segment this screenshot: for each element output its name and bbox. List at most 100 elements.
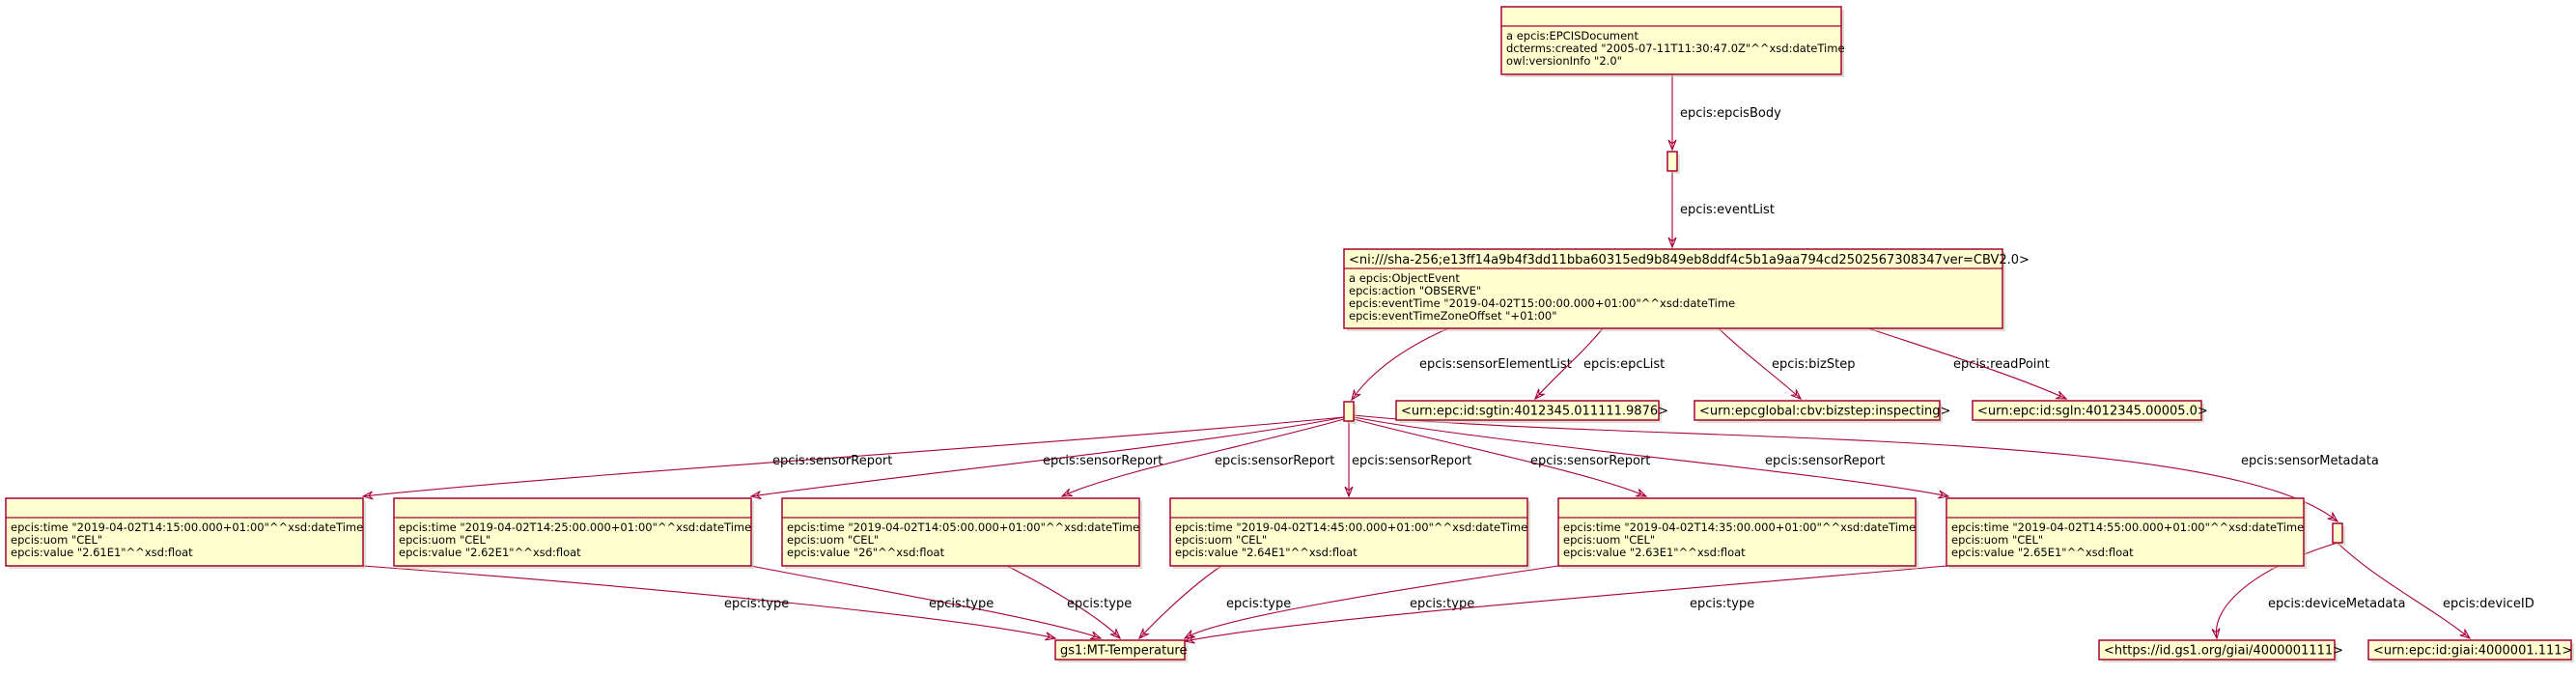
node-property: epcis:time "2019-04-02T14:05:00.000+01:0… <box>787 520 1139 534</box>
node-report-4[interactable]: epcis:time "2019-04-02T14:45:00.000+01:0… <box>1169 497 1530 569</box>
edge-label: epcis:bizStep <box>1772 357 1855 372</box>
edge-line <box>1184 565 1947 642</box>
node-report-6[interactable]: epcis:time "2019-04-02T14:55:00.000+01:0… <box>1946 497 2307 569</box>
edge-line <box>2337 542 2471 639</box>
arrowhead-icon <box>1344 486 1354 498</box>
arrowhead-icon <box>1938 490 1950 499</box>
edge-label: epcis:epcisBody <box>1680 106 1781 121</box>
node-box <box>1169 497 1528 567</box>
edge-line <box>1006 565 1121 639</box>
node-property: owl:versionInfo "2.0" <box>1506 54 1622 68</box>
node-sensor-metadata[interactable] <box>2332 522 2345 546</box>
node-report-1[interactable]: epcis:time "2019-04-02T14:15:00.000+01:0… <box>5 497 366 569</box>
arrowhead-icon <box>1636 489 1648 497</box>
edge-label: epcis:type <box>1067 597 1132 611</box>
node-device-metadata[interactable]: <https://id.gs1.org/giai/4000001111> <box>2098 639 2343 662</box>
node-report-2[interactable]: epcis:time "2019-04-02T14:25:00.000+01:0… <box>393 497 754 569</box>
edge-line <box>1184 565 1559 639</box>
node-report-5[interactable]: epcis:time "2019-04-02T14:35:00.000+01:0… <box>1557 497 1918 569</box>
arrowhead-icon <box>1109 628 1122 640</box>
edge-label: epcis:sensorReport <box>1530 454 1650 468</box>
node-sensor-element[interactable] <box>1343 401 1357 424</box>
node-title: gs1:MT-Temperature <box>1060 644 1188 659</box>
edge-label: epcis:sensorMetadata <box>2241 454 2379 468</box>
node-box <box>5 497 364 567</box>
node-box <box>393 497 752 567</box>
edge-label: epcis:sensorReport <box>1215 454 1334 468</box>
node-box <box>2367 639 2572 661</box>
arrowhead-icon <box>1045 632 1057 641</box>
node-property: epcis:eventTime "2019-04-02T15:00:00.000… <box>1349 296 1735 310</box>
node-box <box>2098 639 2336 661</box>
arrowhead-icon <box>749 491 762 500</box>
node-property: epcis:value "2.62E1"^^xsd:float <box>399 546 581 559</box>
node-report-3[interactable]: epcis:time "2019-04-02T14:05:00.000+01:0… <box>781 497 1142 569</box>
edge-label: epcis:sensorReport <box>1352 454 1471 468</box>
node-property: epcis:uom "CEL" <box>787 533 879 547</box>
edge-type2: epcis:type <box>750 565 1103 640</box>
node-property: epcis:uom "CEL" <box>11 533 102 547</box>
edge-line <box>1867 327 2067 400</box>
node-property: epcis:value "2.61E1"^^xsd:float <box>11 546 193 559</box>
edge-bizstep: epcis:bizStep <box>1718 327 1855 400</box>
node-title: <urn:epc:id:sgtin:4012345.011111.9876> <box>1401 405 1668 419</box>
edge-label: epcis:sensorReport <box>772 454 892 468</box>
node-property: epcis:time "2019-04-02T14:25:00.000+01:0… <box>399 520 751 534</box>
node-epc-sgtin[interactable]: <urn:epc:id:sgtin:4012345.011111.9876> <box>1395 400 1668 423</box>
node-property: epcis:value "2.64E1"^^xsd:float <box>1175 546 1358 559</box>
edge-epclist: epcis:epcList <box>1534 327 1665 401</box>
node-property: epcis:time "2019-04-02T14:45:00.000+01:0… <box>1175 520 1527 534</box>
node-object-event[interactable]: <ni:///sha-256;e13ff14a9b4f3dd11bba60315… <box>1343 248 2030 331</box>
edge-label: epcis:type <box>1410 597 1474 611</box>
node-readpoint[interactable]: <urn:epc:id:sgln:4012345.00005.0> <box>1972 400 2208 423</box>
edge-label: epcis:eventList <box>1680 203 1775 217</box>
arrowhead-icon <box>2459 629 2472 639</box>
edge-meta: epcis:sensorMetadata <box>1353 414 2379 522</box>
arrowhead-icon <box>1667 237 1677 249</box>
node-title: <urn:epcglobal:cbv:bizstep:inspecting> <box>1699 405 1950 419</box>
node-property: a epcis:EPCISDocument <box>1506 29 1638 42</box>
edge-devmeta: epcis:deviceMetadata <box>2211 542 2405 640</box>
edge-line <box>1534 327 1604 400</box>
edge-type1: epcis:type <box>362 565 1057 641</box>
node-blank-body[interactable] <box>1666 151 1680 174</box>
node-property: epcis:uom "CEL" <box>1563 533 1655 547</box>
node-mt-temperature[interactable]: gs1:MT-Temperature <box>1054 639 1188 662</box>
edge-type4: epcis:type <box>1137 565 1291 640</box>
node-bizstep[interactable]: <urn:epcglobal:cbv:bizstep:inspecting> <box>1694 400 1950 423</box>
edges-layer: epcis:epcisBody epcis:eventList epcis:sens… <box>361 74 2534 644</box>
edge-line <box>1353 418 1647 497</box>
node-title: <urn:epc:id:giai:4000001.111> <box>2373 644 2572 659</box>
node-property: dcterms:created "2005-07-11T11:30:47.0Z"… <box>1506 42 1845 55</box>
arrowhead-icon <box>361 491 374 500</box>
node-title: <https://id.gs1.org/giai/4000001111> <box>2104 644 2343 659</box>
node-box <box>1666 151 1678 172</box>
edge-body: epcis:epcisBody <box>1667 74 1781 152</box>
arrowhead-icon <box>2211 628 2221 640</box>
edge-line <box>1353 416 1949 497</box>
edge-label: epcis:sensorReport <box>1765 454 1885 468</box>
arrowhead-icon <box>2056 390 2068 400</box>
arrowhead-icon <box>1351 389 1361 402</box>
node-property: epcis:uom "CEL" <box>1175 533 1267 547</box>
arrowhead-icon <box>1534 388 1545 401</box>
edge-line <box>1138 565 1222 639</box>
node-property: a epcis:ObjectEvent <box>1349 271 1460 285</box>
edge-label: epcis:type <box>1690 597 1754 611</box>
arrowhead-icon <box>1060 488 1073 497</box>
node-box <box>1343 401 1355 422</box>
edge-label: epcis:type <box>1226 597 1291 611</box>
node-device-id[interactable]: <urn:epc:id:giai:4000001.111> <box>2367 639 2574 662</box>
node-property: epcis:uom "CEL" <box>399 533 490 547</box>
edge-sr4: epcis:sensorReport <box>1344 421 1471 498</box>
edge-line <box>2215 542 2338 639</box>
edge-type6: epcis:type <box>1183 565 1947 644</box>
arrowhead-icon <box>1790 389 1803 400</box>
arrowhead-icon <box>1183 634 1195 644</box>
node-property: epcis:value "26"^^xsd:float <box>787 546 945 559</box>
arrowhead-icon <box>1090 631 1103 640</box>
edge-label: epcis:deviceMetadata <box>2268 597 2405 611</box>
